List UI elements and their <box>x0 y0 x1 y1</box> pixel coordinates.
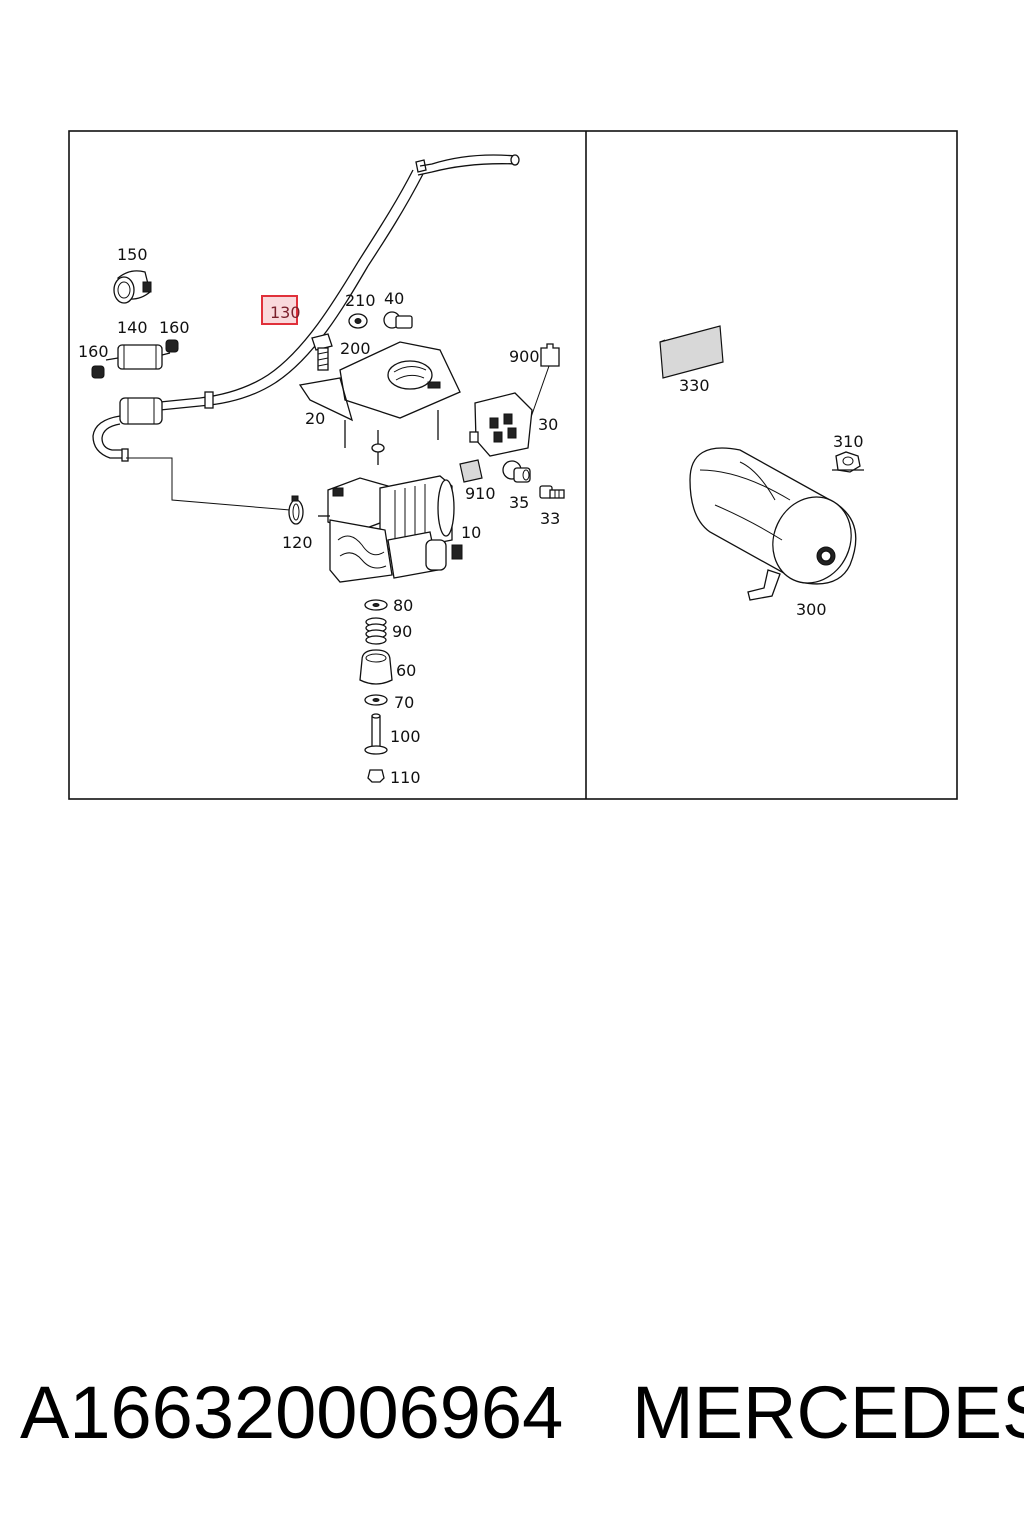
filter-140[interactable] <box>105 344 171 370</box>
fitting-35[interactable] <box>502 460 531 483</box>
silencer-150[interactable] <box>113 270 152 304</box>
label-10[interactable]: 10 <box>461 523 481 542</box>
label-160-right[interactable]: 160 <box>159 318 190 337</box>
label-150[interactable]: 150 <box>117 245 148 264</box>
valve-block-30[interactable] <box>469 392 533 457</box>
cap-160-left[interactable] <box>91 365 105 379</box>
cap-110[interactable] <box>367 769 385 783</box>
label-90[interactable]: 90 <box>392 622 412 641</box>
washer-80[interactable] <box>364 599 388 611</box>
brand-name: MERCEDES <box>632 1371 1024 1454</box>
bracket-20[interactable] <box>298 341 461 465</box>
compressor-10[interactable] <box>318 475 463 583</box>
part-number: A166320006964 <box>20 1371 564 1454</box>
bolt-200[interactable] <box>311 333 333 371</box>
label-140[interactable]: 140 <box>117 318 148 337</box>
label-80[interactable]: 80 <box>393 596 413 615</box>
nut-310[interactable] <box>832 451 864 473</box>
label-210[interactable]: 210 <box>345 291 376 310</box>
label-310[interactable]: 310 <box>833 432 864 451</box>
label-100[interactable]: 100 <box>390 727 421 746</box>
label-330[interactable]: 330 <box>679 376 710 395</box>
clamp-120[interactable] <box>288 495 304 525</box>
intake-filter[interactable] <box>92 397 163 462</box>
mount-60[interactable] <box>359 649 393 685</box>
part-910[interactable] <box>459 459 483 483</box>
label-120[interactable]: 120 <box>282 533 313 552</box>
label-300[interactable]: 300 <box>796 600 827 619</box>
label-33[interactable]: 33 <box>540 509 560 528</box>
washer-210[interactable] <box>348 313 368 329</box>
cap-160-right[interactable] <box>165 339 179 353</box>
label-40[interactable]: 40 <box>384 289 404 308</box>
washer-70[interactable] <box>364 694 388 706</box>
label-35[interactable]: 35 <box>509 493 529 512</box>
fitting-33[interactable] <box>539 485 565 499</box>
label-160-left[interactable]: 160 <box>78 342 109 361</box>
air-line-130[interactable] <box>159 154 520 411</box>
bolt-100[interactable] <box>364 713 388 755</box>
leader-line-120 <box>126 457 291 511</box>
footer-caption: A166320006964 MERCEDES <box>20 1370 1024 1480</box>
label-110[interactable]: 110 <box>390 768 421 787</box>
label-910[interactable]: 910 <box>465 484 496 503</box>
diagram-frame <box>68 130 958 800</box>
air-tank-300[interactable] <box>689 447 865 601</box>
highlight-box-130 <box>261 295 298 325</box>
label-130[interactable]: 130 <box>270 303 301 322</box>
label-20[interactable]: 20 <box>305 409 325 428</box>
label-200[interactable]: 200 <box>340 339 371 358</box>
relay-900[interactable] <box>529 343 560 421</box>
label-30[interactable]: 30 <box>538 415 558 434</box>
pad-330[interactable] <box>659 325 724 379</box>
label-70[interactable]: 70 <box>394 693 414 712</box>
spring-90[interactable] <box>365 617 387 645</box>
bolt-40[interactable] <box>383 311 413 329</box>
label-900[interactable]: 900 <box>509 347 540 366</box>
label-60[interactable]: 60 <box>396 661 416 680</box>
